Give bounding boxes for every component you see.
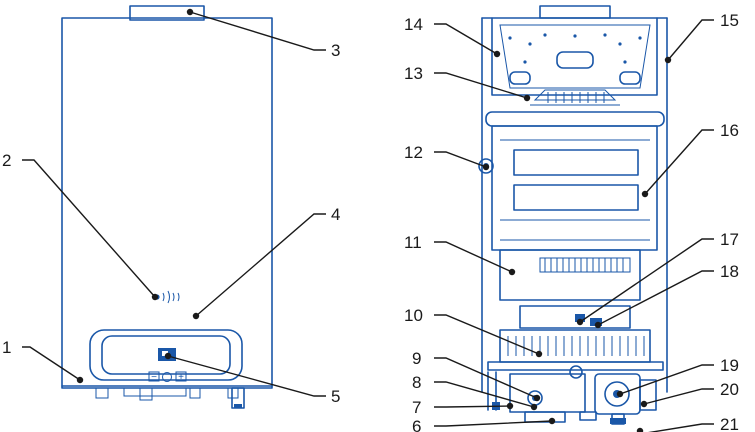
ionisation-electrode bbox=[575, 314, 585, 322]
callout-7: 7 bbox=[412, 398, 421, 417]
front-casing bbox=[61, 17, 273, 389]
callout-14: 14 bbox=[404, 15, 423, 34]
ignition-electrode bbox=[590, 318, 602, 326]
control-panel bbox=[89, 329, 243, 381]
plus-button[interactable] bbox=[175, 371, 187, 382]
callout-13: 13 bbox=[404, 64, 423, 83]
callout-17: 17 bbox=[720, 230, 739, 249]
front-view: − + bbox=[61, 5, 273, 409]
flow-sensor bbox=[639, 379, 657, 411]
callout-labels: 1 2 3 4 5 6 7 8 9 10 11 12 13 14 15 16 1… bbox=[2, 11, 739, 432]
display-frame bbox=[101, 335, 231, 375]
plus-button-label: + bbox=[178, 372, 184, 383]
heat-exchanger bbox=[491, 125, 658, 251]
exchanger-fins-upper bbox=[513, 149, 639, 176]
minus-button[interactable] bbox=[148, 371, 160, 382]
electrode-holder bbox=[519, 305, 631, 329]
ignition-block bbox=[499, 249, 641, 301]
bottom-fittings bbox=[95, 387, 245, 409]
callout-15: 15 bbox=[720, 11, 739, 30]
minus-button-label: − bbox=[151, 372, 157, 383]
callout-8: 8 bbox=[412, 373, 421, 392]
exchanger-fins-lower bbox=[513, 184, 639, 211]
gas-connector bbox=[524, 411, 566, 423]
callout-3: 3 bbox=[331, 41, 340, 60]
flue-hood bbox=[491, 17, 658, 96]
power-button[interactable] bbox=[162, 372, 172, 382]
front-leaders bbox=[22, 8, 326, 397]
internal-view bbox=[478, 5, 668, 425]
callout-4: 4 bbox=[331, 205, 340, 224]
callout-6: 6 bbox=[412, 417, 421, 432]
callout-12: 12 bbox=[404, 143, 423, 162]
callout-5: 5 bbox=[331, 387, 340, 406]
exchanger-top-pipe bbox=[485, 111, 665, 127]
top-flue-outlet bbox=[539, 5, 611, 19]
callout-10: 10 bbox=[404, 306, 423, 325]
gas-manifold bbox=[487, 361, 664, 371]
flue-collar bbox=[129, 5, 205, 21]
callout-20: 20 bbox=[720, 380, 739, 399]
callout-11: 11 bbox=[404, 233, 422, 252]
temperature-sensor bbox=[478, 158, 494, 174]
internal-leaders bbox=[434, 19, 714, 432]
callout-19: 19 bbox=[720, 356, 739, 375]
callout-16: 16 bbox=[720, 121, 739, 140]
gas-valve bbox=[509, 373, 586, 413]
callout-21: 21 bbox=[720, 415, 739, 432]
callout-1: 1 bbox=[2, 338, 11, 357]
callout-2: 2 bbox=[2, 151, 11, 170]
callout-9: 9 bbox=[412, 349, 421, 368]
callout-18: 18 bbox=[720, 262, 739, 281]
